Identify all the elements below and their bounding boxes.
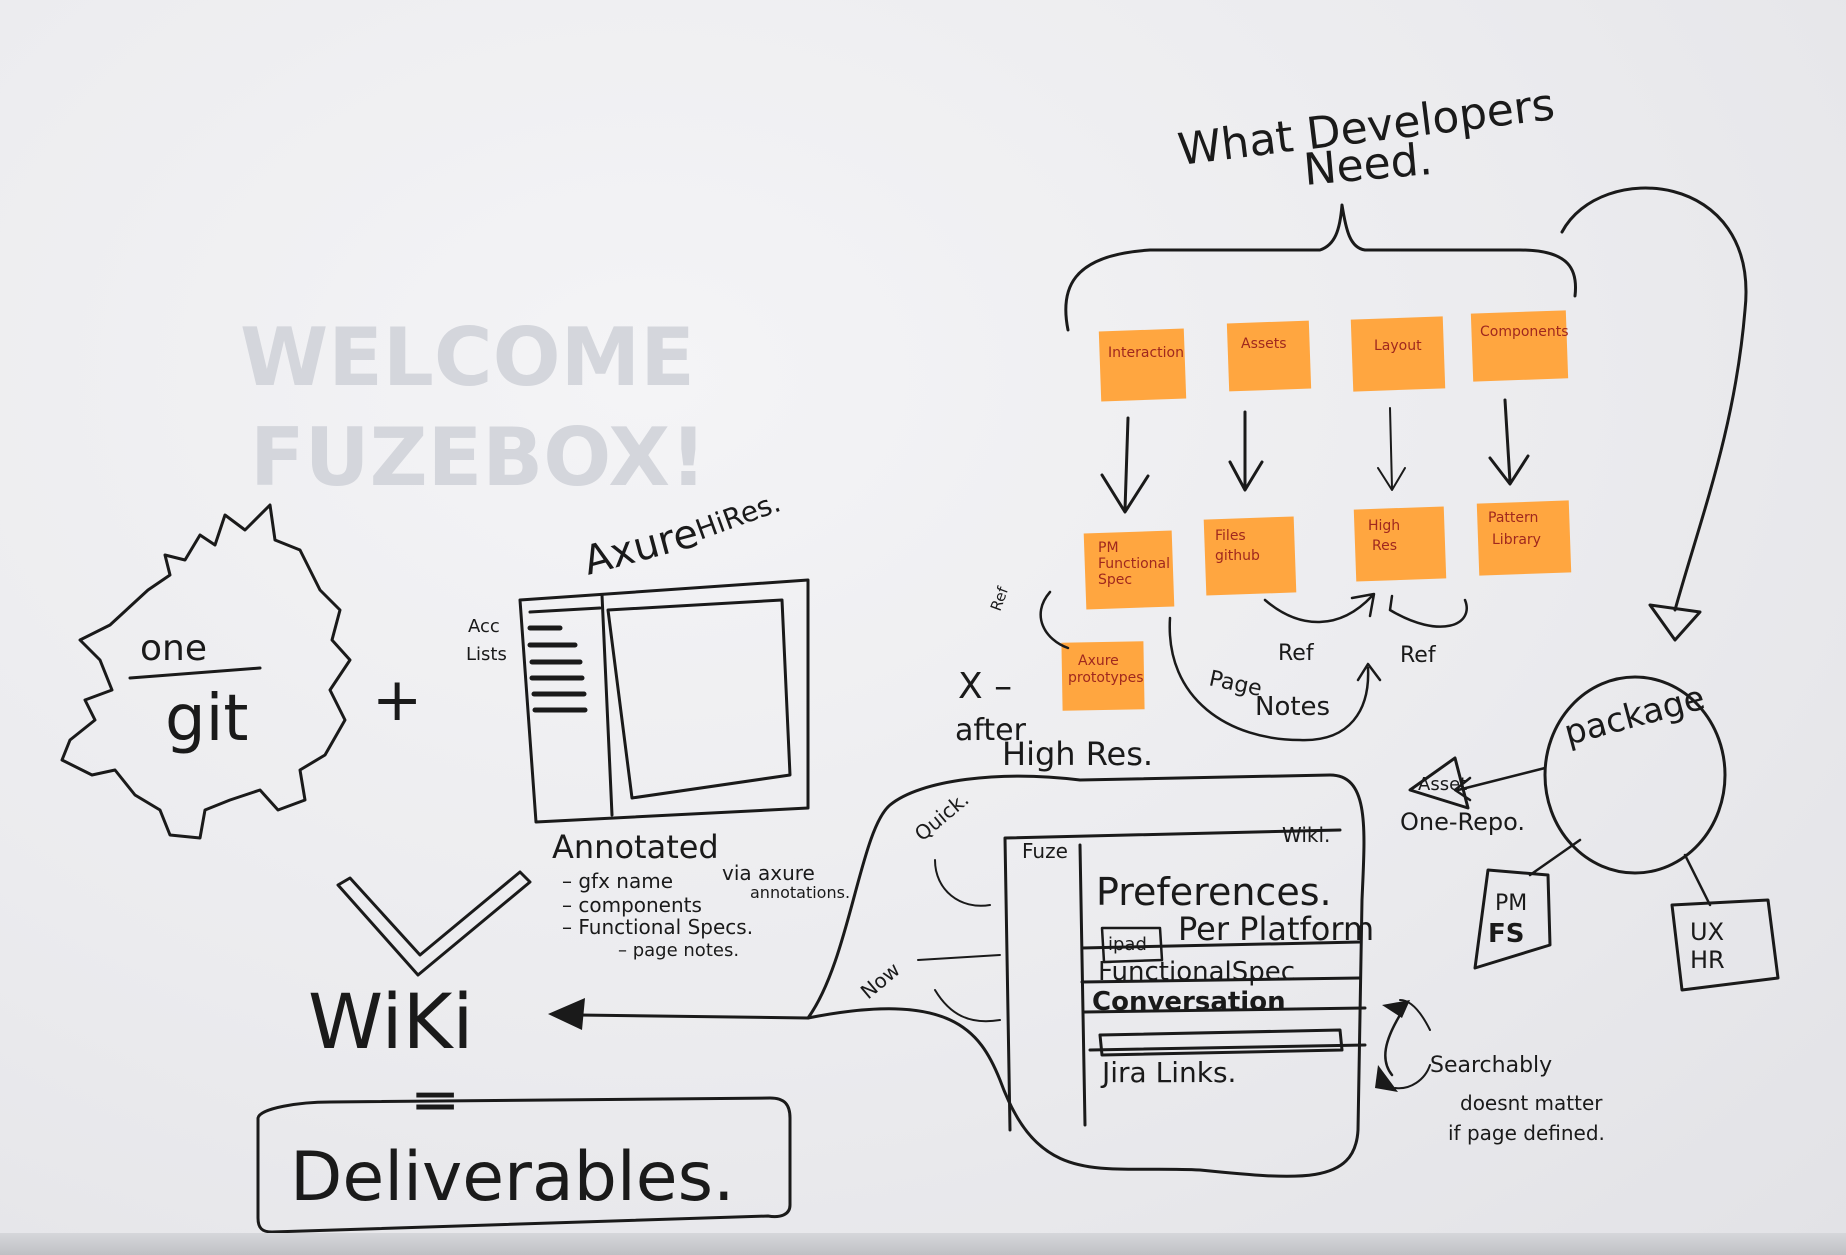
- board-frame-edge: [0, 1233, 1846, 1255]
- svg-text:one: one: [140, 628, 207, 669]
- svg-text:Ref: Ref: [987, 584, 1012, 614]
- svg-text:Spec: Spec: [1098, 572, 1132, 588]
- svg-text:doesnt matter: doesnt matter: [1460, 1091, 1603, 1115]
- svg-text:High: High: [1368, 518, 1400, 534]
- svg-text:– gfx name: – gfx name: [562, 869, 673, 893]
- svg-text:Per Platform: Per Platform: [1178, 910, 1374, 948]
- sticky-components: Components: [1470, 310, 1569, 382]
- deliverables-box: [256, 1096, 792, 1234]
- svg-text:if page defined.: if page defined.: [1448, 1121, 1605, 1145]
- sticky-layout: Layout: [1350, 316, 1446, 392]
- svg-text:Wiki.: Wiki.: [1282, 823, 1330, 847]
- svg-text:FunctionalSpec: FunctionalSpec: [1098, 957, 1295, 987]
- svg-text:+: +: [372, 665, 422, 735]
- sticky-high-res: High Res: [1353, 506, 1447, 582]
- svg-text:HR: HR: [1690, 946, 1725, 974]
- pm-fs-box: [1473, 868, 1552, 970]
- svg-text:Axure: Axure: [1078, 653, 1119, 669]
- svg-text:Axure: Axure: [579, 510, 703, 585]
- package-circle: [1543, 675, 1727, 875]
- svg-text:PM: PM: [1098, 540, 1119, 556]
- brace: [1064, 203, 1578, 332]
- down-arrows: [1100, 398, 1530, 514]
- ref-arrows: [1039, 590, 1468, 742]
- svg-text:Now: Now: [856, 957, 905, 1003]
- ux-hr-box: [1670, 898, 1780, 992]
- gear-outline: [60, 503, 352, 840]
- svg-text:FS: FS: [1488, 919, 1525, 949]
- package-arrowhead: [1648, 603, 1702, 642]
- svg-text:Ref: Ref: [1400, 643, 1437, 668]
- svg-text:– page notes.: – page notes.: [618, 940, 739, 961]
- svg-text:prototypes: prototypes: [1068, 670, 1144, 686]
- svg-text:WiKi: WiKi: [308, 977, 474, 1066]
- thought-bubble: [806, 773, 1366, 1178]
- svg-text:Preferences.: Preferences.: [1096, 870, 1332, 914]
- svg-text:Asset: Asset: [1418, 774, 1467, 795]
- svg-text:annotations.: annotations.: [750, 883, 850, 902]
- svg-text:High Res.: High Res.: [1002, 735, 1153, 773]
- svg-text:Components: Components: [1480, 324, 1569, 340]
- svg-text:WELCOME: WELCOME: [240, 311, 695, 404]
- svg-text:Jira Links.: Jira Links.: [1100, 1056, 1236, 1089]
- wiki-arrow: [548, 998, 810, 1030]
- svg-text:after: after: [955, 713, 1027, 748]
- svg-text:– components: – components: [562, 893, 702, 917]
- svg-text:– Functional Specs.: – Functional Specs.: [562, 915, 753, 939]
- axure-wireframe: [518, 578, 810, 824]
- svg-text:UX: UX: [1690, 918, 1724, 946]
- svg-text:Files: Files: [1215, 528, 1246, 544]
- svg-text:Conversation: Conversation: [1092, 987, 1286, 1017]
- fuze-panel: [917, 828, 1367, 1132]
- svg-text:Notes: Notes: [1255, 692, 1330, 722]
- package-diagram: package Asset One-Repo. PM FS UX HR: [1400, 675, 1780, 992]
- git-gear: one git: [60, 503, 352, 840]
- svg-text:Ref: Ref: [1278, 641, 1315, 666]
- svg-text:Lists: Lists: [466, 644, 507, 665]
- top-stickies: Interaction Assets Layout Components: [1098, 310, 1569, 402]
- checkmark-icon: [336, 870, 532, 977]
- svg-text:Functional: Functional: [1098, 556, 1170, 572]
- svg-text:X –: X –: [958, 666, 1012, 707]
- asset-triangle: [1408, 756, 1470, 810]
- svg-text:Need.: Need.: [1302, 134, 1435, 196]
- svg-text:PM: PM: [1495, 891, 1527, 916]
- package-arrow: [1560, 186, 1748, 612]
- title: What Developers Need.: [1175, 79, 1557, 196]
- svg-text:Acc: Acc: [468, 616, 500, 637]
- svg-text:One-Repo.: One-Repo.: [1400, 808, 1525, 836]
- svg-text:via axure: via axure: [722, 861, 815, 885]
- svg-text:git: git: [165, 682, 249, 756]
- bottom-stickies: PM Functional Spec Files github High Res…: [1061, 500, 1572, 711]
- svg-text:ipad: ipad: [1108, 934, 1147, 955]
- sticky-interaction: Interaction: [1098, 328, 1187, 402]
- svg-text:Annotated: Annotated: [552, 828, 719, 866]
- sticky-pm-functional-spec: PM Functional Spec: [1083, 530, 1175, 610]
- svg-text:Assets: Assets: [1241, 336, 1287, 352]
- svg-text:Library: Library: [1492, 532, 1541, 548]
- svg-text:Layout: Layout: [1374, 338, 1422, 354]
- svg-text:package: package: [1560, 678, 1709, 754]
- svg-text:Deliverables.: Deliverables.: [290, 1138, 735, 1217]
- search-field: [1098, 1028, 1344, 1057]
- svg-text:Interaction: Interaction: [1108, 345, 1184, 361]
- svg-text:FUZEBOX!: FUZEBOX!: [250, 411, 707, 504]
- svg-text:Fuze: Fuze: [1022, 839, 1068, 863]
- sticky-axure-prototypes: Axure prototypes: [1061, 641, 1145, 711]
- sticky-assets: Assets: [1226, 320, 1312, 392]
- svg-text:Quick.: Quick.: [910, 787, 974, 846]
- sticky-files-github: Files github: [1203, 516, 1297, 596]
- ipad-box: [1100, 926, 1164, 964]
- svg-text:Searchably: Searchably: [1430, 1053, 1552, 1078]
- sticky-pattern-library: Pattern Library: [1476, 500, 1572, 576]
- ghost-text: WELCOME FUZEBOX!: [240, 311, 707, 504]
- svg-text:Pattern: Pattern: [1488, 510, 1538, 526]
- svg-text:github: github: [1215, 548, 1260, 564]
- svg-text:Res: Res: [1372, 538, 1397, 554]
- searchable-arrows: [1375, 999, 1431, 1092]
